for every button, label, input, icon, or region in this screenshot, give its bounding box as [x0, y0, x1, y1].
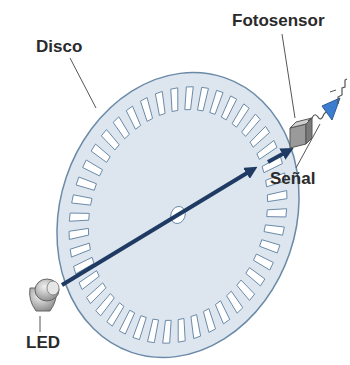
encoder-disk	[20, 40, 337, 365]
disk-slot	[263, 221, 285, 238]
disk-slot	[98, 129, 122, 151]
light-beam	[62, 170, 252, 285]
disk-slot	[221, 95, 237, 121]
disk-slot	[259, 239, 280, 253]
disk-slot	[265, 203, 288, 222]
disk-slot	[76, 177, 97, 191]
leader-line	[70, 58, 96, 108]
signal-wire	[330, 90, 336, 92]
disk-slot	[171, 317, 192, 344]
disk-slot	[68, 208, 91, 227]
leader-line	[40, 316, 41, 332]
disk-slot	[82, 160, 104, 177]
leader-line	[296, 124, 320, 168]
disk-slot	[89, 143, 112, 162]
disk-slot	[252, 254, 274, 271]
disk-slot	[67, 223, 91, 245]
disk-slot	[265, 185, 289, 207]
signal-wire	[308, 110, 328, 121]
disk-slot	[119, 309, 135, 335]
part-label: Fotosensor	[232, 12, 325, 31]
disk-slot	[133, 315, 147, 339]
disk-slot	[233, 279, 257, 301]
amplifier-symbol	[322, 98, 340, 120]
disk-slot	[135, 96, 158, 123]
part-label: Disco	[36, 38, 82, 57]
disk-slot	[146, 318, 162, 344]
disk-slot	[122, 105, 146, 131]
disk-slot	[158, 319, 177, 346]
photosensor	[290, 118, 312, 148]
disk-slot	[209, 90, 223, 114]
disk-slot	[71, 192, 93, 209]
leader-line	[282, 34, 295, 118]
disk-slot	[210, 300, 234, 326]
disk-slot	[68, 238, 92, 262]
disk-slot	[185, 313, 207, 340]
part-label: Señal	[270, 170, 315, 189]
disk-slot	[194, 86, 210, 112]
disk-slot	[149, 90, 171, 117]
disk-slot	[179, 85, 198, 112]
part-label: LED	[26, 334, 60, 353]
square-wave	[338, 79, 347, 104]
light-beam	[268, 151, 288, 162]
led-symbol	[30, 279, 59, 311]
disk-slot	[198, 307, 221, 334]
disk-slot	[164, 86, 185, 113]
disk-slot	[244, 267, 267, 286]
